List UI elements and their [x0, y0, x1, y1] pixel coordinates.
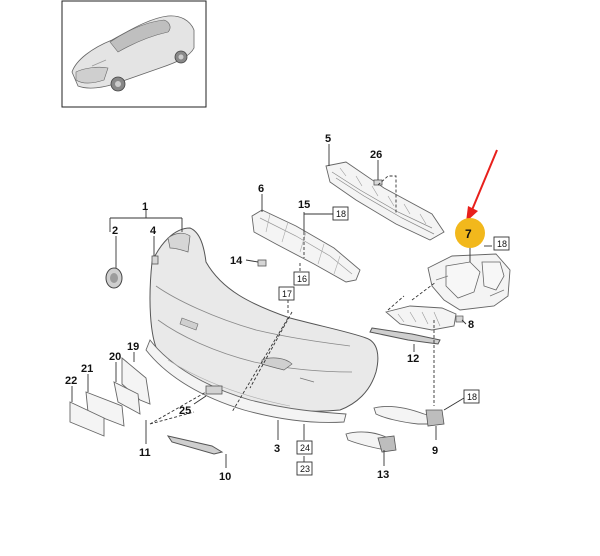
- callout-26: 26: [370, 149, 382, 161]
- callout-labels: 1 2 3 4 5 6 7 8 9 10 11 12 13 14 15 19 2…: [65, 133, 474, 483]
- callout-15: 15: [298, 199, 310, 211]
- box-18-top[interactable]: 18: [332, 206, 349, 221]
- part-21-bracket[interactable]: [85, 391, 125, 427]
- box-24[interactable]: 24: [296, 440, 313, 455]
- svg-text:24: 24: [300, 443, 310, 453]
- box-18-lower[interactable]: 18: [463, 389, 480, 404]
- part-20-bracket[interactable]: [113, 381, 141, 415]
- part-6-air-guide[interactable]: [251, 209, 361, 283]
- svg-text:17: 17: [282, 289, 292, 299]
- callout-2: 2: [112, 225, 118, 237]
- part-22-bracket[interactable]: [69, 401, 105, 437]
- part-12-strip[interactable]: [369, 327, 441, 345]
- callout-21: 21: [81, 363, 93, 375]
- callout-11: 11: [139, 447, 151, 459]
- svg-text:23: 23: [300, 464, 310, 474]
- box-16[interactable]: 16: [293, 271, 310, 286]
- highlight-marker[interactable]: [455, 218, 485, 248]
- part-8-side-grille[interactable]: [385, 305, 464, 331]
- callout-5: 5: [325, 133, 331, 145]
- part-14-clip[interactable]: [257, 259, 267, 267]
- car-icon: [71, 15, 195, 92]
- part-7-bracket[interactable]: [427, 253, 511, 311]
- callout-22: 22: [65, 375, 77, 387]
- callout-13: 13: [377, 469, 389, 481]
- part-4-clip[interactable]: [151, 255, 159, 265]
- callout-12: 12: [407, 353, 419, 365]
- red-arrow: [466, 149, 498, 222]
- callout-6: 6: [258, 183, 264, 195]
- leader-lines: [71, 144, 492, 468]
- svg-text:18: 18: [497, 239, 507, 249]
- svg-text:16: 16: [297, 274, 307, 284]
- part-5-upper-grille[interactable]: [325, 161, 445, 241]
- part-10-trim-strip[interactable]: [166, 435, 224, 455]
- boxed-labels: 18 18 18 16 17 24 23: [278, 206, 510, 476]
- callout-3: 3: [274, 443, 280, 455]
- callout-19: 19: [127, 341, 139, 353]
- part-2-tow-cover[interactable]: [105, 267, 123, 289]
- box-17[interactable]: 17: [278, 286, 295, 301]
- callout-8: 8: [468, 319, 474, 331]
- callout-7: 7: [465, 227, 472, 241]
- part-13-trim[interactable]: [345, 431, 397, 453]
- car-thumbnail[interactable]: [61, 0, 207, 108]
- callout-25: 25: [179, 405, 191, 417]
- box-18-right[interactable]: 18: [493, 236, 510, 251]
- part-9-lower-intake[interactable]: [373, 405, 445, 427]
- part-1-bumper-cover[interactable]: [149, 227, 379, 412]
- svg-text:18: 18: [467, 392, 477, 402]
- callout-14: 14: [230, 255, 243, 267]
- callout-9: 9: [432, 445, 438, 457]
- part-25-bracket[interactable]: [205, 385, 223, 395]
- callout-1: 1: [142, 201, 148, 213]
- callout-10: 10: [219, 471, 231, 483]
- callout-4: 4: [150, 225, 157, 237]
- part-19-bracket[interactable]: [121, 357, 151, 405]
- svg-text:18: 18: [336, 209, 346, 219]
- box-23[interactable]: 23: [296, 461, 313, 476]
- callout-20: 20: [109, 351, 121, 363]
- part-26-clip[interactable]: [373, 179, 383, 186]
